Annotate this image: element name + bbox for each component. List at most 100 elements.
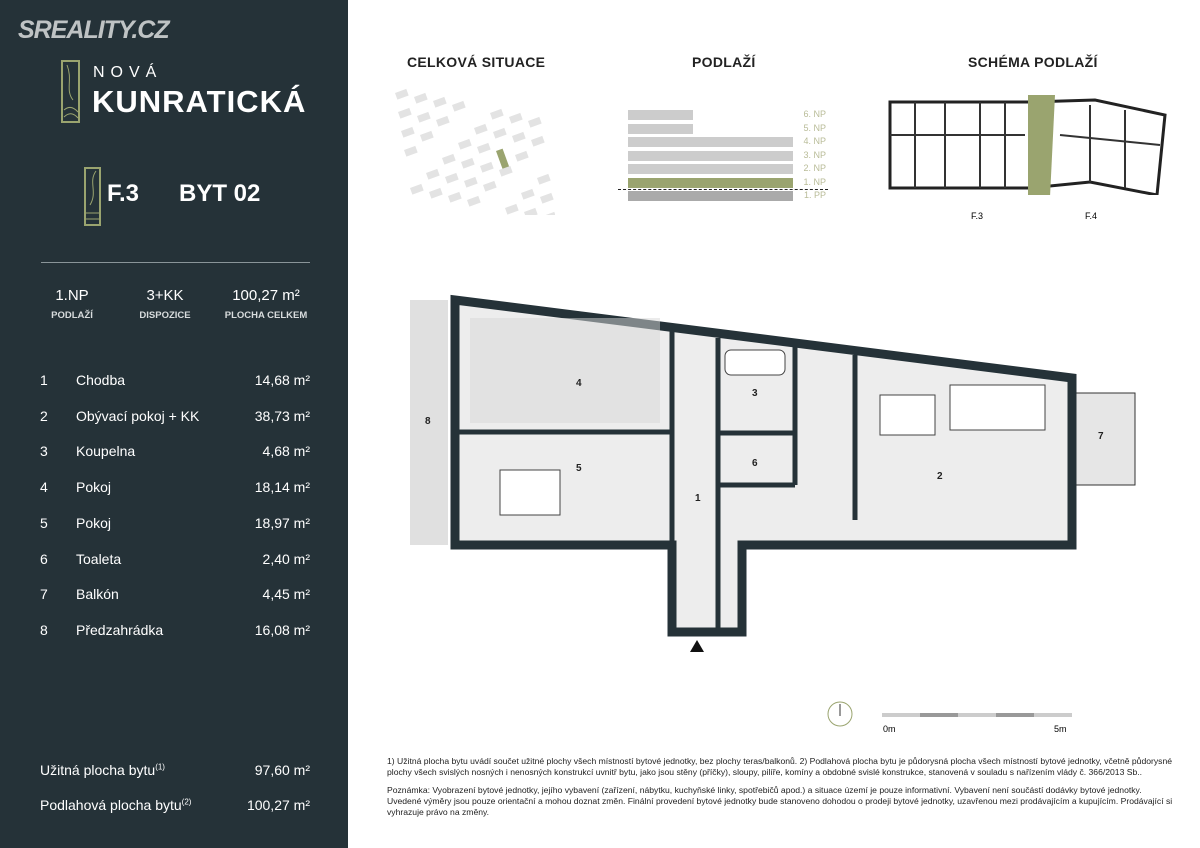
site-building [429,187,443,199]
building-icon [84,167,101,226]
site-building [515,150,529,162]
floors-header: PODLAŽÍ [692,54,756,70]
floor-label: 1. PP [803,190,826,200]
site-building [493,127,507,139]
site-building [426,168,440,180]
scale-start: 0m [883,724,896,734]
footnote-areas: 1) Užitná plocha bytu uvádí součet užitn… [387,756,1173,777]
site-building [445,172,459,184]
site-building [543,211,555,215]
floor-label: 1. NP [803,176,826,187]
site-building [483,180,497,192]
site-building [509,112,523,124]
site-building [436,115,450,127]
footnote-disclaimer: Poznámka: Vyobrazení bytové jednotky, je… [387,785,1173,817]
room-label-1: 1 [695,493,701,504]
interior-walls [455,330,858,632]
floor-label: 3. NP [803,149,826,160]
room-label-8: 8 [425,416,431,427]
site-building [531,135,545,147]
scale-end: 5m [1054,724,1067,734]
floor-bar [628,123,693,134]
floor-bar [628,110,693,120]
site-building [417,111,431,123]
site-building [524,207,538,215]
floor-schema [888,95,1167,195]
divider [41,262,310,263]
site-building [401,126,415,138]
site-building [414,92,428,104]
site-building [467,195,481,207]
front-garden [410,300,448,545]
building-label: F.3 [107,180,140,207]
site-building [477,142,491,154]
site-building [452,100,466,112]
project-name-line1: NOVÁ [93,64,163,81]
site-building [404,145,418,157]
unit-label: BYT 02 [179,180,261,207]
site-building [537,173,551,185]
site-building [398,107,412,119]
sidebar: SREALITY.CZ NOVÁ KUNRATICKÁ F.3 BYT 02 1… [0,0,348,848]
ground-line [618,189,828,190]
floor-bar [628,137,793,147]
room-label-7: 7 [1098,431,1104,442]
site-building [490,108,504,120]
site-building [498,165,513,177]
schema-label-f4: F.4 [1085,211,1098,221]
floor-label: 5. NP [803,122,826,133]
site-building [442,153,456,165]
site-building [505,203,519,215]
floor-bar [628,177,793,188]
entrance-arrow-icon [690,640,704,652]
balcony [1074,392,1136,486]
floor-bar [628,150,793,161]
site-building [521,188,535,200]
room-label-3: 3 [752,388,758,399]
scale-bar [882,713,1072,717]
floor-area: Podlahová plocha bytu(2)100,27 m² [40,797,310,813]
project-logo-icon [61,60,80,123]
floor-diagram: 6. NP 5. NP 4. NP 3. NP 2. NP 1. NP 1. PP [618,109,828,205]
site-plan [395,88,555,215]
schema-label-f3: F.3 [971,211,984,221]
site-building [474,123,488,135]
floor-label: 4. NP [803,136,826,146]
site-building [448,191,462,203]
site-building [464,176,478,188]
floor-bar [628,191,793,201]
site-building [395,88,409,100]
site-building [496,148,511,172]
compass-icon [827,701,853,727]
site-building [528,116,542,128]
site-building [540,192,554,204]
room-label-5: 5 [576,463,582,474]
site-building [420,130,434,142]
project-name-line2: KUNRATICKÁ [92,84,307,119]
site-header: CELKOVÁ SITUACE [407,54,546,70]
watermark: SREALITY.CZ [18,16,170,44]
room-label-6: 6 [752,458,758,469]
room-label-4: 4 [576,378,582,389]
site-building [480,161,494,173]
footnotes: 1) Užitná plocha bytu uvádí součet užitn… [387,756,1177,818]
site-building [410,183,424,195]
usable-area: Užitná plocha bytu(1)97,60 m² [40,762,310,778]
schema-header: SCHÉMA PODLAŽÍ [968,54,1098,70]
floor-bar [628,164,793,174]
floor-label: 6. NP [803,109,826,119]
site-building [512,131,526,143]
floor-label: 2. NP [803,163,826,173]
